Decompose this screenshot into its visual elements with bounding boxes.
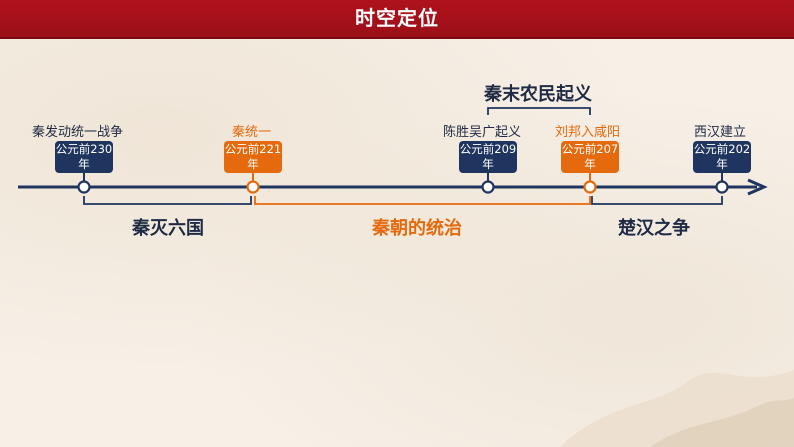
title-bar: 时空定位 (0, 0, 794, 39)
period-chu-han: 楚汉之争 (618, 218, 690, 239)
date-box-207: 公元前207 年 (561, 141, 619, 173)
date-box-209-line2: 年 (482, 157, 494, 171)
date-box-209-line1: 公元前209 (459, 142, 517, 156)
bracket-qin-conquest (83, 196, 252, 205)
event-label-qin-unification: 秦统一 (232, 125, 272, 140)
date-box-230-line2: 年 (78, 157, 90, 171)
date-box-221-line2: 年 (247, 157, 259, 171)
bracket-qin-rule (254, 196, 591, 205)
node-207 (583, 180, 597, 194)
event-label-chen-sheng-wu-guang: 陈胜吴广起义 (443, 125, 522, 140)
date-box-207-line1: 公元前207 (561, 142, 619, 156)
node-202 (715, 180, 729, 194)
node-221 (246, 180, 260, 194)
bracket-chu-han (591, 196, 723, 205)
date-box-209: 公元前209 年 (459, 141, 517, 173)
date-box-221: 公元前221 年 (224, 141, 282, 173)
date-box-230: 公元前230 年 (55, 141, 113, 173)
page-title: 时空定位 (355, 6, 439, 30)
timeline-arrow-head (747, 178, 768, 196)
period-peasant-uprising: 秦末农民起义 (484, 84, 592, 105)
date-box-221-line1: 公元前221 (224, 142, 282, 156)
bracket-peasant-uprising (487, 107, 591, 115)
period-qin-conquest: 秦灭六国 (132, 218, 204, 239)
date-box-202-line2: 年 (716, 157, 728, 171)
date-box-202: 公元前202 年 (693, 141, 751, 173)
date-box-202-line1: 公元前202 (693, 142, 751, 156)
event-label-western-han: 西汉建立 (694, 125, 747, 140)
event-label-liu-bang-xianyang: 刘邦入咸阳 (555, 125, 621, 140)
node-230 (77, 180, 91, 194)
date-box-207-line2: 年 (584, 157, 596, 171)
period-qin-rule: 秦朝的统治 (372, 218, 462, 239)
date-box-230-line1: 公元前230 (55, 142, 113, 156)
event-label-unification-war: 秦发动统一战争 (32, 125, 124, 140)
node-209 (481, 180, 495, 194)
decor-mountain-2 (650, 398, 794, 447)
